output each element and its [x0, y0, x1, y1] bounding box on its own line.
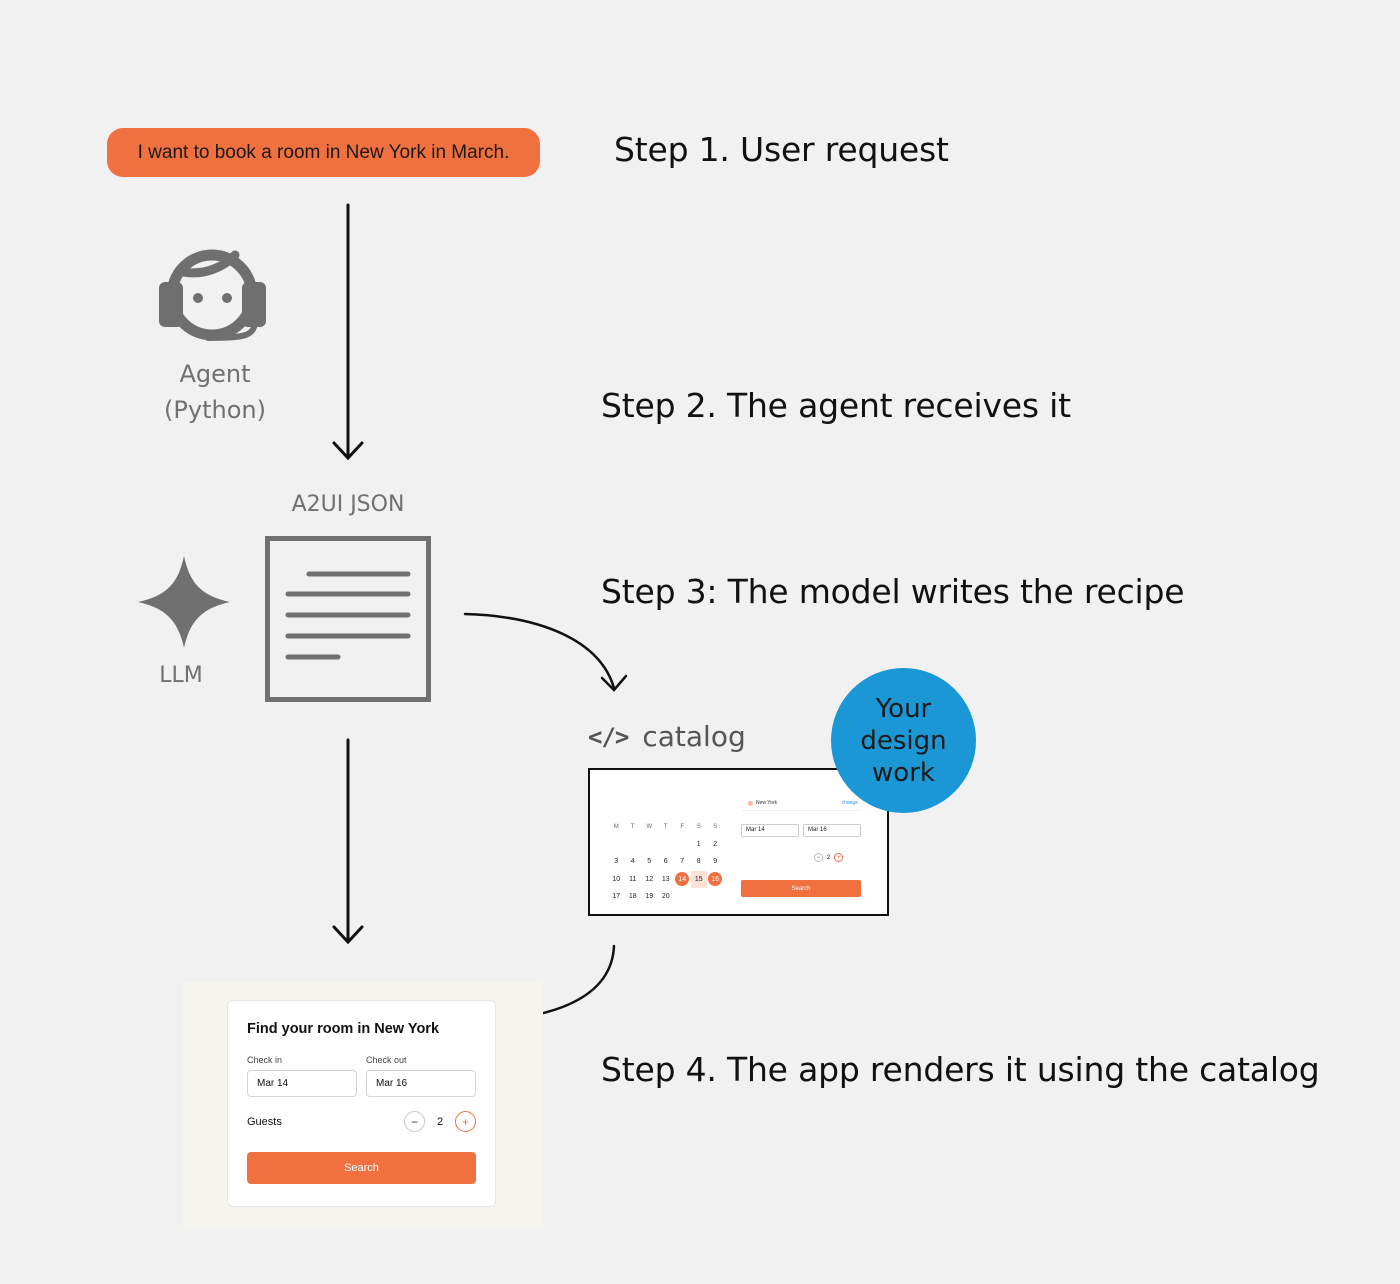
empty-day-cell	[641, 836, 658, 854]
selected-day-cell: 16	[707, 871, 724, 889]
empty-day-cell	[674, 888, 691, 906]
arrow-request-to-json	[332, 203, 364, 461]
empty-day-cell	[691, 888, 708, 906]
day-cell: 5	[647, 858, 652, 866]
mini-check-out-field: Mar 16	[803, 824, 861, 837]
day-cell: 2	[713, 840, 718, 848]
a2ui-json-label: A2UI JSON	[291, 492, 405, 517]
weekday-label: T	[630, 823, 635, 830]
day-cell: 13	[661, 875, 670, 883]
day-number: 16	[708, 872, 723, 887]
day-cell: 9	[713, 858, 718, 866]
catalog-label: catalog	[642, 720, 746, 753]
weekday-label: S	[696, 823, 701, 830]
guests-minus-button[interactable]: −	[404, 1111, 425, 1132]
empty-day-cell	[608, 836, 625, 854]
sparkle-icon	[138, 556, 230, 648]
app-title: Find your room in New York	[247, 1021, 440, 1037]
design-work-badge: Your design work	[831, 668, 976, 813]
badge-line2: design	[860, 725, 947, 756]
agent-label: Agent (Python)	[140, 356, 290, 428]
empty-day-cell	[707, 888, 724, 906]
mini-location-row: New York change	[742, 798, 860, 811]
location-dot-icon	[748, 801, 753, 806]
guests-plus-button[interactable]: +	[455, 1111, 476, 1132]
badge-line1: Your	[875, 693, 932, 724]
weekday-label: S	[713, 823, 718, 830]
day-cell: 17	[612, 893, 621, 901]
weekday-label: M	[613, 823, 619, 830]
weekday-label: T	[663, 823, 668, 830]
day-cell: 18	[628, 893, 637, 901]
headset-agent-icon	[159, 249, 266, 341]
mini-guest-stepper: − 2 +	[814, 853, 844, 862]
empty-day-cell	[658, 836, 675, 854]
check-out-label: Check out	[366, 1055, 407, 1065]
search-button[interactable]: Search	[247, 1152, 476, 1184]
day-cell: 10	[612, 875, 621, 883]
empty-day-cell	[674, 836, 691, 854]
mini-location-text: New York	[756, 800, 778, 806]
step-1-label: Step 1. User request	[614, 130, 949, 169]
selected-day-cell: 14	[674, 871, 691, 889]
day-cell: 8	[696, 858, 701, 866]
day-cell: 1	[696, 840, 701, 848]
mini-minus-icon: −	[814, 853, 823, 862]
step-2-label: Step 2. The agent receives it	[601, 386, 1071, 425]
mini-change-link: change	[841, 800, 858, 806]
arrow-json-to-app	[332, 738, 364, 945]
check-out-field[interactable]: Mar 16	[366, 1070, 476, 1097]
mini-search-button: Search	[741, 880, 861, 897]
empty-day-cell	[625, 836, 642, 854]
step-4-label: Step 4. The app renders it using the cat…	[601, 1050, 1320, 1089]
agent-label-line2: (Python)	[164, 396, 266, 424]
weekday-label: W	[646, 823, 653, 830]
llm-label: LLM	[159, 663, 203, 688]
mini-plus-icon: +	[834, 853, 844, 862]
arrow-json-to-catalog	[463, 612, 628, 692]
guests-label: Guests	[247, 1116, 282, 1128]
day-cell: 15	[690, 870, 707, 888]
app-booking-card: Find your room in New York Check in Chec…	[227, 1000, 496, 1207]
day-number: 14	[675, 872, 690, 887]
catalog-header: </> catalog	[588, 720, 746, 753]
day-cell: 12	[645, 875, 654, 883]
guests-count: 2	[436, 1115, 444, 1128]
day-cell: 3	[614, 858, 619, 866]
weekday-label: F	[680, 823, 685, 830]
check-in-field[interactable]: Mar 14	[247, 1070, 357, 1097]
badge-line3: work	[872, 757, 935, 788]
document-icon	[265, 536, 431, 702]
code-icon: </>	[588, 722, 629, 751]
check-in-label: Check in	[247, 1055, 283, 1065]
guests-stepper: − 2 +	[404, 1111, 476, 1132]
mini-guest-count: 2	[827, 854, 831, 861]
day-cell: 7	[680, 858, 685, 866]
agent-label-line1: Agent	[179, 360, 251, 388]
user-request-bubble: I want to book a room in New York in Mar…	[107, 128, 540, 177]
day-cell: 4	[630, 858, 635, 866]
day-cell: 6	[663, 858, 668, 866]
day-cell: 20	[661, 893, 670, 901]
step-3-label: Step 3: The model writes the recipe	[601, 572, 1185, 611]
mini-check-in-field: Mar 14	[741, 824, 799, 837]
day-cell: 19	[645, 893, 654, 901]
day-cell: 11	[629, 875, 637, 883]
